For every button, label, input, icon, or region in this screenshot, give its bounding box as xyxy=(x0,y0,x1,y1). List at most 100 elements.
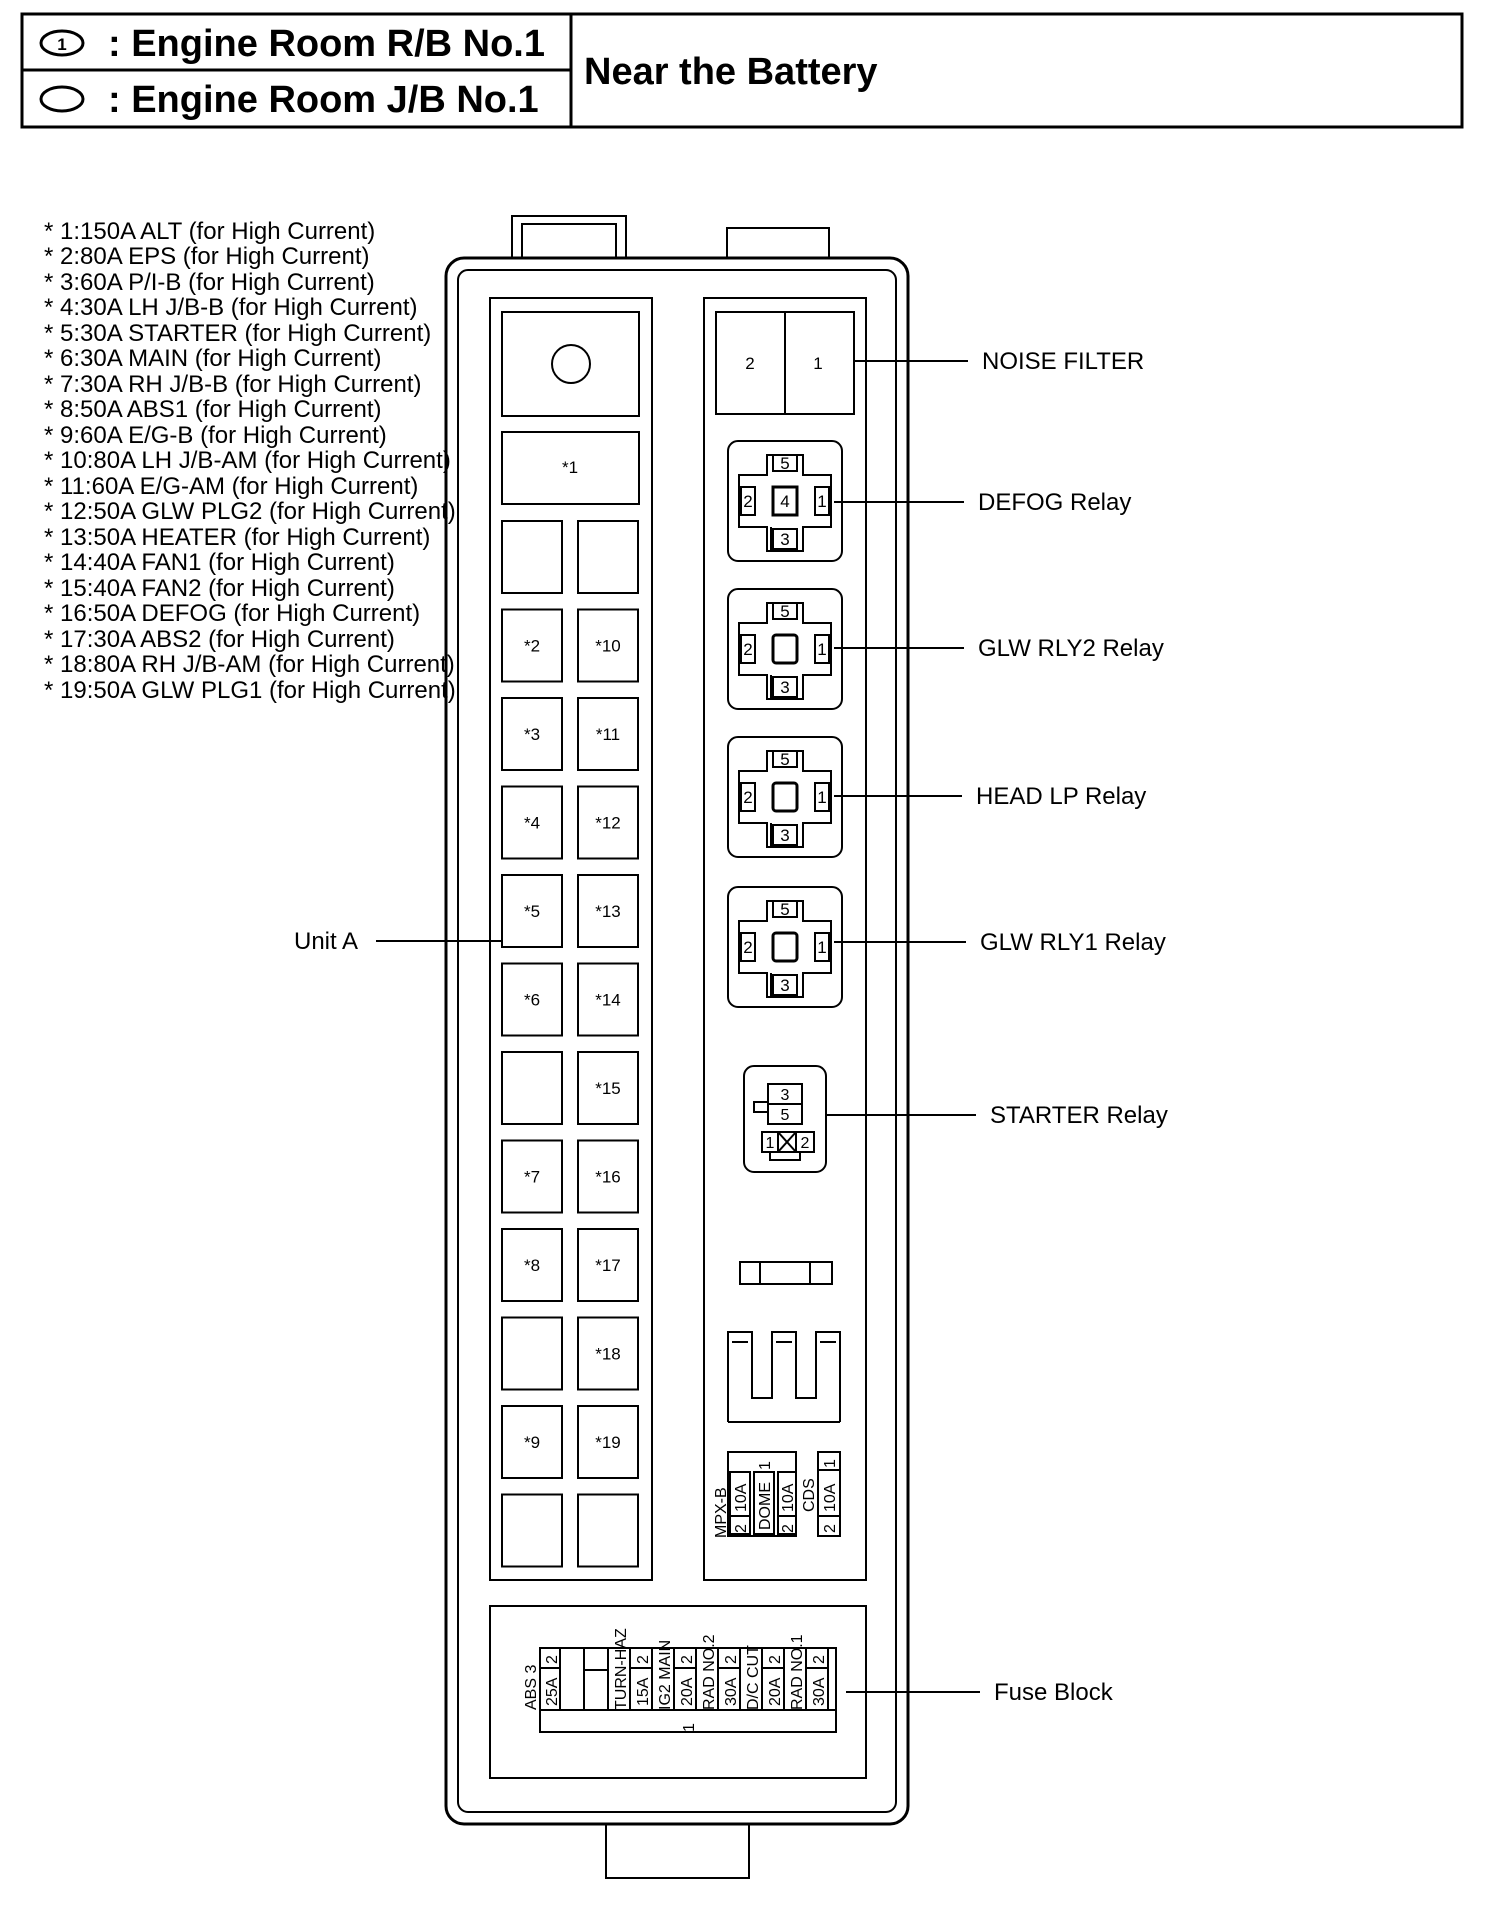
fuse-slot xyxy=(501,520,563,594)
fuse-label: *16 xyxy=(595,1168,621,1187)
svg-text:10A: 10A xyxy=(733,1483,750,1512)
fuse-slot xyxy=(577,520,639,594)
svg-text:3: 3 xyxy=(781,1087,790,1104)
svg-text:MPX-B: MPX-B xyxy=(713,1487,730,1538)
legend-item: * 9:60A E/G-B (for High Current) xyxy=(44,422,387,449)
svg-text:1: 1 xyxy=(822,1459,839,1468)
fuse-label: *10 xyxy=(595,637,621,656)
fuse-slot xyxy=(501,874,563,948)
spare-fuse-slots xyxy=(727,1261,841,1423)
fuse-slot xyxy=(577,697,639,771)
fuse-slot xyxy=(501,1316,563,1391)
legend-item: * 16:50A DEFOG (for High Current) xyxy=(44,600,420,627)
legend-item: * 5:30A STARTER (for High Current) xyxy=(44,320,431,347)
svg-text:2: 2 xyxy=(679,1655,696,1664)
fuse-slot xyxy=(577,874,639,948)
unit-a: *1 xyxy=(489,297,653,1581)
legend-item: * 1:150A ALT (for High Current) xyxy=(44,218,375,245)
svg-text:2: 2 xyxy=(780,1524,797,1533)
legend-item: * 6:30A MAIN (for High Current) xyxy=(44,345,381,372)
rb-title: : Engine Room R/B No.1 xyxy=(108,23,545,65)
svg-text:5: 5 xyxy=(781,1107,790,1124)
legend-item: * 14:40A FAN1 (for High Current) xyxy=(44,549,395,576)
legend-item: * 4:30A LH J/B-B (for High Current) xyxy=(44,294,417,321)
fuse-slot xyxy=(577,608,639,683)
svg-text:1: 1 xyxy=(817,492,826,511)
svg-text:5: 5 xyxy=(780,750,789,769)
unit-a-top-block xyxy=(501,311,640,417)
legend-item: * 17:30A ABS2 (for High Current) xyxy=(44,626,395,653)
fuse-slot xyxy=(501,785,563,860)
fuse-slot xyxy=(501,608,563,683)
defog-relay-label: DEFOG Relay xyxy=(978,489,1131,516)
fuse-slot xyxy=(501,1493,563,1568)
glw-rly2-relay-label: GLW RLY2 Relay xyxy=(978,635,1164,662)
fuse-label: *15 xyxy=(595,1079,621,1098)
fuse-label: *13 xyxy=(595,902,621,921)
svg-text:3: 3 xyxy=(780,678,789,697)
fuse-label: *9 xyxy=(524,1433,540,1452)
fuse-slot xyxy=(577,785,639,860)
svg-text:30A: 30A xyxy=(723,1677,740,1706)
legend-item: * 19:50A GLW PLG1 (for High Current) xyxy=(44,677,456,704)
fuse-label: *11 xyxy=(596,725,620,744)
header-table: 1 : Engine Room R/B No.1 : Engine Room J… xyxy=(20,12,1464,129)
fuse-slot xyxy=(501,697,563,771)
svg-text:2: 2 xyxy=(767,1655,784,1664)
svg-text:2: 2 xyxy=(743,788,752,807)
fuse-label: *3 xyxy=(524,725,540,744)
svg-text:10A: 10A xyxy=(822,1483,839,1512)
fuse-slot xyxy=(577,1316,639,1391)
legend-item: * 18:80A RH J/B-AM (for High Current) xyxy=(44,651,455,678)
legend-item: * 12:50A GLW PLG2 (for High Current) xyxy=(44,498,456,525)
fuse-slot xyxy=(577,1228,639,1302)
noise-filter: 2 1 xyxy=(715,311,855,415)
svg-text:20A: 20A xyxy=(767,1677,784,1706)
svg-text:3: 3 xyxy=(780,826,789,845)
head-lp-relay: 5 2 1 3 xyxy=(727,736,843,858)
svg-text:2: 2 xyxy=(811,1655,828,1664)
legend-item: * 11:60A E/G-AM (for High Current) xyxy=(44,473,418,500)
fuse-slot xyxy=(577,1405,639,1479)
svg-text:1: 1 xyxy=(57,35,66,54)
svg-text:3: 3 xyxy=(780,976,789,995)
fuse-slot xyxy=(501,1051,563,1125)
starter-relay: 3 5 1 2 xyxy=(743,1065,827,1173)
fuse-label: *18 xyxy=(595,1345,621,1364)
fuse-slot-1 xyxy=(501,431,640,505)
svg-text:DOME: DOME xyxy=(757,1482,774,1530)
legend-item: * 10:80A LH J/B-AM (for High Current) xyxy=(44,447,451,474)
fuse-label: *12 xyxy=(595,814,621,833)
fuse-slot xyxy=(577,1139,639,1214)
jb-title: : Engine Room J/B No.1 xyxy=(108,79,539,121)
legend-item: * 15:40A FAN2 (for High Current) xyxy=(44,575,395,602)
fuse-legend: * 1:150A ALT (for High Current) * 2:80A … xyxy=(44,218,456,704)
svg-text:CDS: CDS xyxy=(801,1478,818,1512)
callouts: Unit A NOISE FILTER DEFOG Relay GLW RLY2… xyxy=(294,348,1168,1706)
fuse-slot xyxy=(577,1051,639,1125)
svg-text:IG2 MAIN: IG2 MAIN xyxy=(657,1640,674,1710)
mini-fuses: MPX-B 10A 2 DOME 1 10A 2 CDS 1 10A 2 xyxy=(713,1451,841,1538)
relay-compartment: 2 1 xyxy=(703,297,867,1581)
fuse-slot xyxy=(501,1139,563,1214)
svg-text:D/C CUT: D/C CUT xyxy=(745,1645,762,1710)
svg-text:1: 1 xyxy=(817,788,826,807)
rb-symbol-icon: 1 xyxy=(39,29,85,57)
unit-a-label: Unit A xyxy=(294,928,358,955)
fuse-label: *5 xyxy=(524,902,540,921)
legend-item: * 3:60A P/I-B (for High Current) xyxy=(44,269,375,296)
svg-text:1: 1 xyxy=(817,938,826,957)
svg-text:TURN-HAZ: TURN-HAZ xyxy=(613,1628,630,1710)
svg-text:2: 2 xyxy=(635,1655,652,1664)
svg-text:5: 5 xyxy=(780,602,789,621)
svg-text:20A: 20A xyxy=(679,1677,696,1706)
fuse-slot xyxy=(577,962,639,1037)
svg-text:10A: 10A xyxy=(780,1483,797,1512)
svg-text:1: 1 xyxy=(813,354,822,373)
fuse-label: *14 xyxy=(595,991,621,1010)
starter-relay-label: STARTER Relay xyxy=(990,1102,1168,1129)
relay-box-outline xyxy=(444,215,910,1879)
